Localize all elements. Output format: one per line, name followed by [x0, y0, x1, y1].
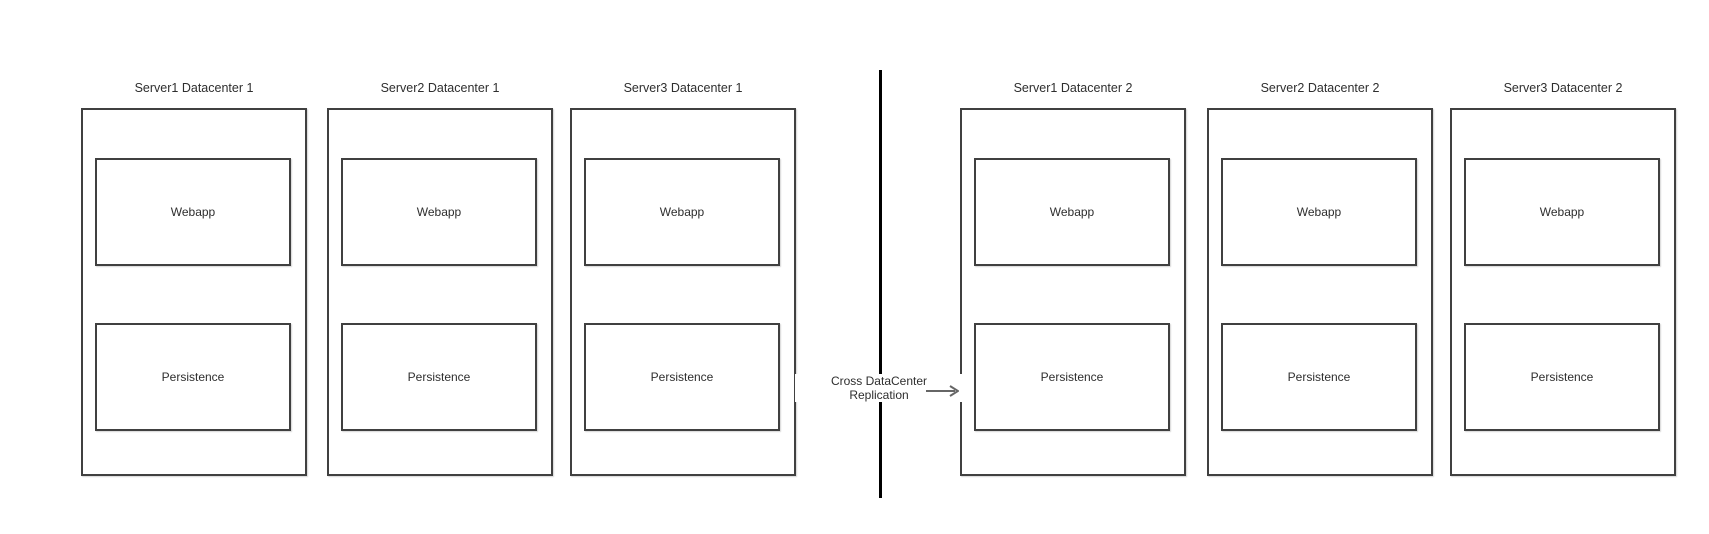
webapp-box: Webapp: [341, 158, 537, 266]
persistence-label: Persistence: [407, 370, 471, 384]
server-box: Webapp Persistence: [960, 108, 1186, 476]
persistence-box: Persistence: [95, 323, 291, 431]
webapp-label: Webapp: [1049, 205, 1095, 219]
persistence-box: Persistence: [1221, 323, 1417, 431]
server-title: Server1 Datacenter 2: [1013, 81, 1133, 95]
persistence-label: Persistence: [1530, 370, 1594, 384]
server-group-dc2-s3: Server3 Datacenter 2 Webapp Persistence: [1450, 80, 1676, 476]
server-group-dc2-s2: Server2 Datacenter 2 Webapp Persistence: [1207, 80, 1433, 476]
server-box: Webapp Persistence: [570, 108, 796, 476]
server-group-dc1-s2: Server2 Datacenter 1 Webapp Persistence: [327, 80, 553, 476]
server-title: Server3 Datacenter 1: [623, 81, 743, 95]
persistence-label: Persistence: [650, 370, 714, 384]
server-box: Webapp Persistence: [1450, 108, 1676, 476]
webapp-box: Webapp: [1464, 158, 1660, 266]
server-group-dc1-s1: Server1 Datacenter 1 Webapp Persistence: [81, 80, 307, 476]
webapp-box: Webapp: [584, 158, 780, 266]
persistence-box: Persistence: [1464, 323, 1660, 431]
persistence-box: Persistence: [974, 323, 1170, 431]
persistence-label: Persistence: [161, 370, 225, 384]
webapp-label: Webapp: [1539, 205, 1585, 219]
server-group-dc2-s1: Server1 Datacenter 2 Webapp Persistence: [960, 80, 1186, 476]
server-box: Webapp Persistence: [81, 108, 307, 476]
webapp-label: Webapp: [1296, 205, 1342, 219]
webapp-box: Webapp: [95, 158, 291, 266]
server-group-dc1-s3: Server3 Datacenter 1 Webapp Persistence: [570, 80, 796, 476]
server-box: Webapp Persistence: [1207, 108, 1433, 476]
replication-label: Cross DataCenter Replication: [795, 374, 963, 402]
server-title: Server2 Datacenter 1: [380, 81, 500, 95]
persistence-label: Persistence: [1287, 370, 1351, 384]
datacenter-divider-line: [879, 70, 882, 498]
server-title: Server1 Datacenter 1: [134, 81, 254, 95]
right-arrow-icon: [926, 385, 959, 397]
webapp-label: Webapp: [416, 205, 462, 219]
webapp-box: Webapp: [1221, 158, 1417, 266]
server-title: Server2 Datacenter 2: [1260, 81, 1380, 95]
webapp-label: Webapp: [659, 205, 705, 219]
persistence-label: Persistence: [1040, 370, 1104, 384]
replication-label-line2: Replication: [849, 388, 909, 402]
persistence-box: Persistence: [584, 323, 780, 431]
webapp-label: Webapp: [170, 205, 216, 219]
webapp-box: Webapp: [974, 158, 1170, 266]
replication-label-line1: Cross DataCenter: [830, 374, 928, 388]
persistence-box: Persistence: [341, 323, 537, 431]
server-title: Server3 Datacenter 2: [1503, 81, 1623, 95]
server-box: Webapp Persistence: [327, 108, 553, 476]
